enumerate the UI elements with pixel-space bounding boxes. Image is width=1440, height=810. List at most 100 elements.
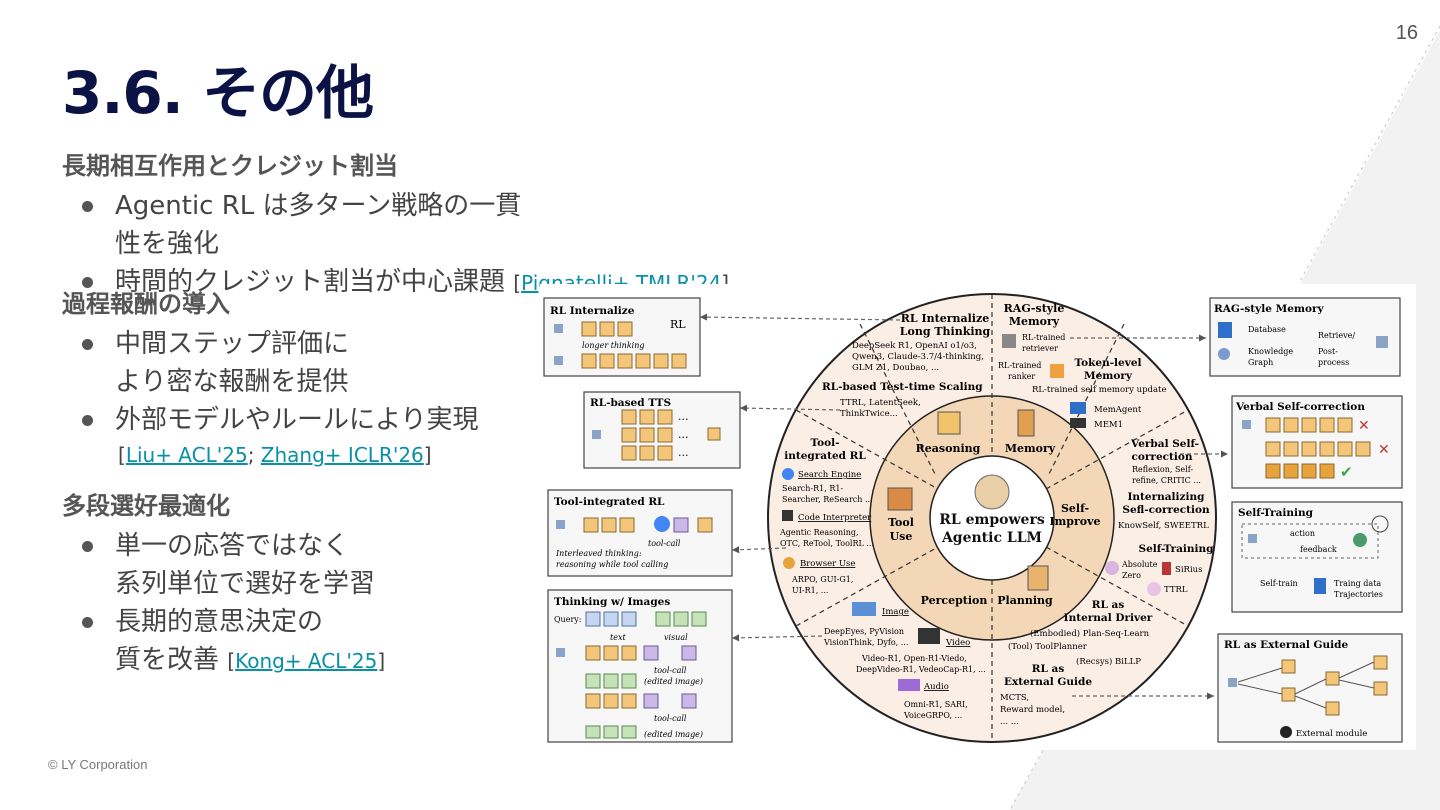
outer-text: (Embodied) Plan-Seq-Learn bbox=[1030, 628, 1150, 639]
bullet-dot bbox=[82, 339, 93, 350]
outer-text: GLM Z1, Doubao, ... bbox=[852, 363, 939, 373]
reference-link[interactable]: Zhang+ ICLR'26 bbox=[260, 443, 424, 467]
svg-text:Post-: Post- bbox=[1318, 347, 1338, 356]
svg-text:longer thinking: longer thinking bbox=[582, 341, 645, 350]
section-process-reward: 過程報酬の導入 中間ステップ評価により密な報酬を提供 外部モデルやルールにより実… bbox=[62, 284, 532, 471]
outer-label: integrated RL bbox=[784, 450, 866, 462]
outer-text: SiRius bbox=[1175, 565, 1203, 575]
outer-text: Video bbox=[945, 638, 970, 648]
box-verbal-self-correction: Verbal Self-correction ✕ ✕ ✔ bbox=[1231, 395, 1403, 489]
outer-label: Memory bbox=[1084, 370, 1133, 382]
box-rl-tts: RL-based TTS ... ... ... bbox=[583, 391, 741, 469]
reference-link[interactable]: Kong+ ACL'25 bbox=[235, 649, 378, 673]
svg-text:action: action bbox=[1290, 529, 1315, 538]
outer-text: UI-R1, ... bbox=[792, 586, 828, 595]
bullet-text: 時間的クレジット割当が中心課題 bbox=[115, 267, 506, 297]
outer-text: Video-R1, Open-R1-Viedo, bbox=[861, 654, 967, 663]
bullet-text: より密な報酬を提供 bbox=[115, 367, 349, 397]
svg-text:(edited image): (edited image) bbox=[644, 730, 703, 739]
outer-label: correction bbox=[1131, 451, 1192, 463]
agentic-rl-figure: RL empowers Agentic LLM Reasoning Memory… bbox=[540, 284, 1416, 750]
svg-text:✔: ✔ bbox=[1340, 463, 1353, 481]
center-label: Agentic LLM bbox=[941, 530, 1042, 546]
outer-text: Reward model, bbox=[1000, 705, 1065, 715]
svg-text:feedback: feedback bbox=[1300, 545, 1337, 554]
outer-text: VisionThink, Dyfo, ... bbox=[823, 638, 908, 647]
svg-text:Query:: Query: bbox=[554, 615, 581, 624]
outer-text: MemAgent bbox=[1094, 405, 1142, 415]
inner-label-self-improve: Improve bbox=[1050, 515, 1101, 528]
box-rl-external-guide: RL as External Guide External module bbox=[1217, 633, 1403, 743]
svg-text:Knowledge: Knowledge bbox=[1248, 347, 1293, 356]
svg-text:Trajectories: Trajectories bbox=[1334, 590, 1383, 599]
outer-label: Internalizing bbox=[1128, 491, 1206, 503]
box-thinking-with-images: Thinking w/ Images Query: text visual to… bbox=[547, 589, 733, 743]
svg-text:tool-call: tool-call bbox=[654, 666, 687, 675]
svg-text:RL as External Guide: RL as External Guide bbox=[1224, 639, 1348, 651]
outer-label: RAG-style bbox=[1004, 302, 1065, 315]
svg-text:reasoning while tool calling: reasoning while tool calling bbox=[556, 560, 668, 569]
svg-text:✕: ✕ bbox=[1358, 418, 1370, 434]
outer-label: Self-Training bbox=[1139, 543, 1215, 555]
outer-text: MCTS, bbox=[1000, 693, 1029, 703]
svg-text:Database: Database bbox=[1248, 325, 1286, 334]
outer-label: Internal Driver bbox=[1064, 612, 1153, 624]
bullet-text: 外部モデルやルールにより実現 bbox=[115, 405, 479, 435]
svg-text:text: text bbox=[610, 633, 626, 642]
reference-link[interactable]: Liu+ ACL'25 bbox=[125, 443, 248, 467]
bullet-dot bbox=[82, 617, 93, 628]
bullet-dot bbox=[82, 415, 93, 426]
outer-text: Absolute bbox=[1121, 560, 1158, 569]
outer-text: Searcher, ReSearch ... bbox=[782, 495, 873, 504]
outer-text: ThinkTwice... bbox=[840, 409, 898, 419]
svg-text:RAG-style Memory: RAG-style Memory bbox=[1214, 303, 1325, 315]
reference: [Kong+ ACL'25] bbox=[227, 649, 386, 673]
svg-text:Tool-integrated RL: Tool-integrated RL bbox=[554, 496, 665, 508]
outer-label: RL as bbox=[1092, 599, 1125, 611]
outer-text: ranker bbox=[1008, 372, 1035, 381]
outer-text: Reflexion, Self- bbox=[1132, 465, 1193, 474]
outer-text: Search Engine bbox=[798, 470, 861, 480]
outer-label: Tool- bbox=[811, 437, 840, 449]
outer-label: Memory bbox=[1009, 315, 1060, 328]
inner-label-memory: Memory bbox=[1005, 442, 1056, 455]
inner-label-tool-use: Tool bbox=[888, 516, 914, 529]
outer-text: DeepEyes, PyVision bbox=[824, 627, 904, 636]
outer-label: Token-level bbox=[1075, 357, 1142, 369]
svg-text:visual: visual bbox=[664, 633, 688, 642]
outer-text: Agentic Reasoning, bbox=[779, 528, 859, 537]
outer-text: Browser Use bbox=[800, 559, 855, 569]
inner-label-self-improve: Self- bbox=[1061, 502, 1089, 515]
outer-label: RL Internalize bbox=[901, 312, 989, 325]
outer-text: Image bbox=[882, 607, 909, 617]
section-credit-assignment: 長期相互作用とクレジット割当 Agentic RL は多ターン戦略の一貫性を強化… bbox=[62, 146, 729, 302]
svg-text:Traing data: Traing data bbox=[1334, 579, 1381, 588]
svg-text:Retrieve/: Retrieve/ bbox=[1318, 331, 1355, 340]
outer-label: Long Thinking bbox=[900, 325, 991, 338]
outer-text: Code Interpreter bbox=[798, 513, 872, 523]
svg-text:External module: External module bbox=[1296, 729, 1367, 739]
svg-text:process: process bbox=[1318, 358, 1349, 367]
bullet-item: 中間ステップ評価により密な報酬を提供 bbox=[82, 325, 532, 401]
outer-text: MEM1 bbox=[1094, 420, 1123, 430]
svg-text:Verbal Self-correction: Verbal Self-correction bbox=[1235, 401, 1365, 413]
svg-text:RL Internalize: RL Internalize bbox=[550, 305, 635, 317]
bullet-dot bbox=[82, 277, 93, 288]
outer-text: ... ... bbox=[1000, 717, 1019, 727]
outer-text: VoiceGRPO, ... bbox=[903, 711, 962, 720]
outer-text: retriever bbox=[1022, 344, 1058, 353]
bullet-item: Agentic RL は多ターン戦略の一貫性を強化 bbox=[82, 187, 532, 263]
bullet-text: 単一の応答ではなく bbox=[115, 531, 350, 561]
inner-label-planning: Planning bbox=[997, 594, 1053, 607]
outer-text: RL-trained bbox=[998, 361, 1041, 370]
box-tool-integrated-rl: Tool-integrated RL tool-call Interleaved… bbox=[547, 489, 733, 577]
outer-label: External Guide bbox=[1004, 676, 1092, 688]
svg-text:(edited image): (edited image) bbox=[644, 677, 703, 686]
center-label: RL empowers bbox=[939, 512, 1045, 528]
svg-text:tool-call: tool-call bbox=[648, 539, 681, 548]
bullet-item: 外部モデルやルールにより実現 bbox=[82, 401, 532, 439]
svg-text:Graph: Graph bbox=[1248, 358, 1273, 367]
svg-text:tool-call: tool-call bbox=[654, 714, 687, 723]
outer-text: (Tool) ToolPlanner bbox=[1008, 641, 1088, 652]
svg-text:...: ... bbox=[678, 446, 689, 459]
